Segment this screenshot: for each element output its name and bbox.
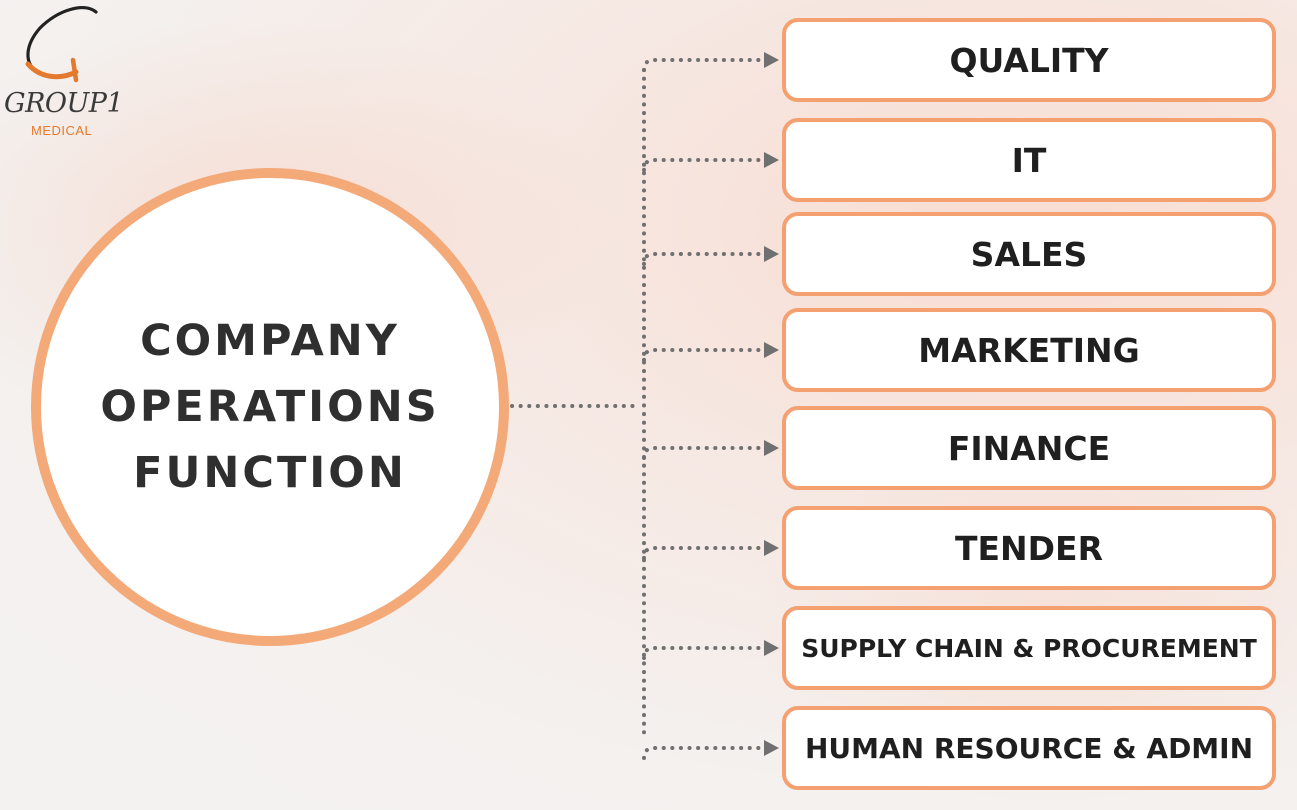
branch-connector-line bbox=[642, 446, 766, 460]
department-label: SALES bbox=[970, 234, 1088, 274]
logo-swoosh-icon bbox=[25, 6, 98, 83]
branch-connector-line bbox=[642, 348, 766, 362]
department-it: IT bbox=[782, 118, 1276, 202]
department-marketing: MARKETING bbox=[782, 308, 1276, 392]
department-human-resource: HUMAN RESOURCE & ADMIN bbox=[782, 706, 1276, 790]
department-tender: TENDER bbox=[782, 506, 1276, 590]
branch-connector-line bbox=[642, 746, 766, 760]
arrowhead-icon bbox=[764, 540, 779, 556]
branch-connector-line bbox=[642, 252, 766, 266]
department-label: HUMAN RESOURCE & ADMIN bbox=[804, 731, 1254, 765]
department-sales: SALES bbox=[782, 212, 1276, 296]
arrowhead-icon bbox=[764, 440, 779, 456]
company-logo: GROUP1 MEDICAL bbox=[0, 0, 140, 140]
branch-connector-line bbox=[642, 58, 766, 72]
logo-wordmark: GROUP1 bbox=[4, 88, 124, 119]
department-label: FINANCE bbox=[947, 428, 1111, 468]
arrowhead-icon bbox=[764, 246, 779, 262]
hub-circle: COMPANY OPERATIONS FUNCTION bbox=[31, 168, 509, 646]
branch-connector-line bbox=[642, 646, 766, 660]
logo-subtitle: MEDICAL bbox=[31, 123, 93, 138]
hub-title-line-1: COMPANY bbox=[140, 316, 400, 366]
hub-title-line-3: FUNCTION bbox=[133, 448, 407, 498]
arrowhead-icon bbox=[764, 740, 779, 756]
branch-connector-line bbox=[642, 546, 766, 560]
department-label: QUALITY bbox=[949, 40, 1109, 80]
arrowhead-icon bbox=[764, 342, 779, 358]
arrowhead-icon bbox=[764, 152, 779, 168]
branch-connector-line bbox=[642, 158, 766, 172]
department-label: TENDER bbox=[954, 528, 1104, 568]
hub-title-line-2: OPERATIONS bbox=[100, 382, 440, 432]
department-label: IT bbox=[1011, 140, 1047, 180]
department-label: MARKETING bbox=[918, 330, 1140, 370]
department-supply-chain: SUPPLY CHAIN & PROCUREMENT bbox=[782, 606, 1276, 690]
arrowhead-icon bbox=[764, 52, 779, 68]
department-quality: QUALITY bbox=[782, 18, 1276, 102]
department-label: SUPPLY CHAIN & PROCUREMENT bbox=[801, 633, 1257, 663]
arrowhead-icon bbox=[764, 640, 779, 656]
department-finance: FINANCE bbox=[782, 406, 1276, 490]
